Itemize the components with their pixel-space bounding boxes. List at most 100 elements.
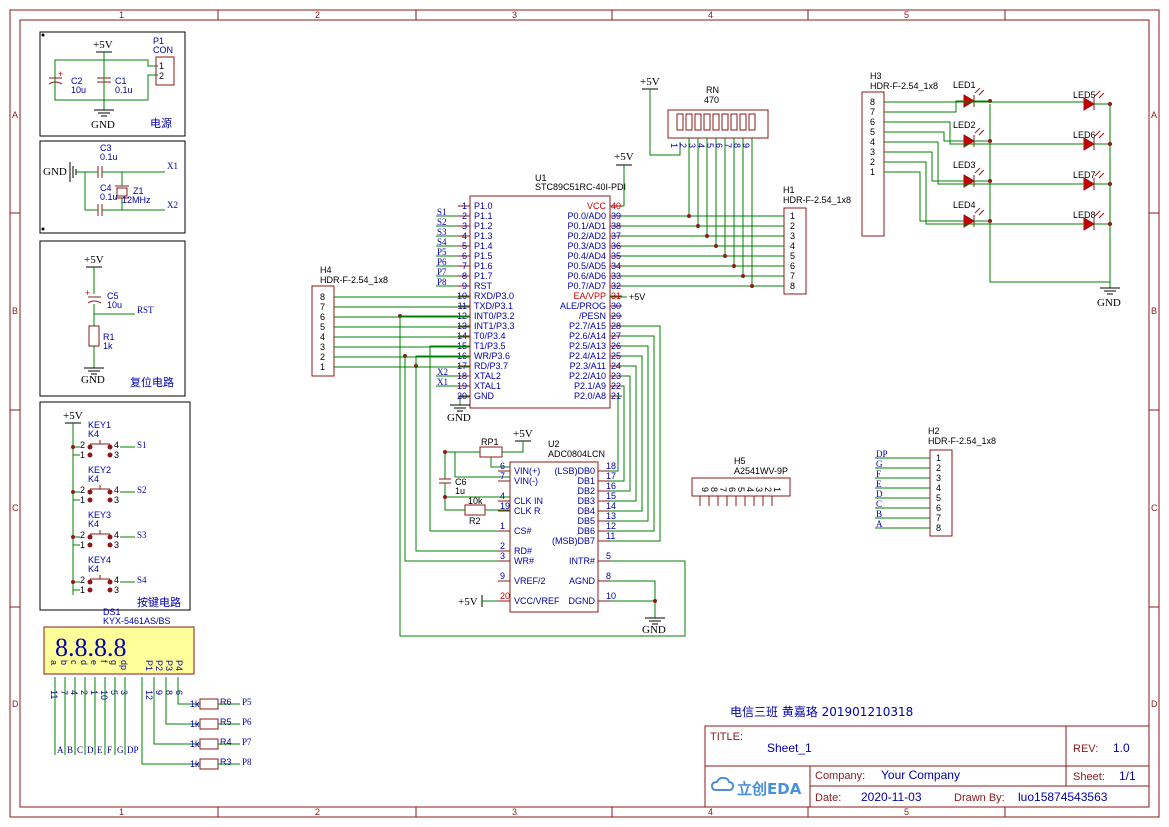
led-icon xyxy=(1098,172,1105,179)
display-pin-name: P2 xyxy=(154,660,164,671)
digit-resistor xyxy=(199,698,219,710)
h1-pin-number: 3 xyxy=(790,231,795,241)
display-pin-name: c xyxy=(69,660,79,665)
u1-pin-name: XTAL2 xyxy=(474,371,501,381)
u1-pin-name: P1.3 xyxy=(474,231,493,241)
display-pin-number: 12 xyxy=(144,690,154,700)
key-contact xyxy=(107,452,113,458)
key-val: K4 xyxy=(88,564,99,574)
u1-pin-name: GND xyxy=(474,391,495,401)
u2-pin-number: 10 xyxy=(606,591,616,601)
wire-junction xyxy=(988,219,992,223)
h1-pin-number: 4 xyxy=(790,241,795,251)
c1-ref: C1 xyxy=(115,76,127,86)
u2-pin-number: 14 xyxy=(606,501,616,511)
key-pin: 3 xyxy=(114,540,119,550)
key-pin: 1 xyxy=(80,450,85,460)
led-icon xyxy=(1094,210,1101,217)
u1-net-label: X1 xyxy=(437,377,448,387)
h3-pin-number: 3 xyxy=(870,147,875,157)
u2-pin-number: 13 xyxy=(606,511,616,521)
u2-pin-name: CS# xyxy=(514,526,532,536)
led-icon xyxy=(974,167,981,174)
date-label: Date: xyxy=(815,792,841,804)
zone-row-a-right: A xyxy=(1151,110,1157,120)
h3-pin-number: 7 xyxy=(870,107,875,117)
u1-pin-name: P0.2/AD2 xyxy=(567,231,606,241)
u1-pin-name: P0.5/AD5 xyxy=(567,261,606,271)
wire-junction xyxy=(732,264,736,268)
led-icon xyxy=(974,127,981,134)
led-icon xyxy=(1094,130,1101,137)
u2-pin-name: DB4 xyxy=(577,506,595,516)
led-icon xyxy=(1098,132,1105,139)
key-contact xyxy=(87,452,93,458)
h1-pin-number: 6 xyxy=(790,261,795,271)
drawn-value: luo15874543563 xyxy=(1018,790,1108,804)
rn-pin-number: 9 xyxy=(741,143,751,148)
rn-ref: RN xyxy=(706,85,719,95)
p2-bus-wire xyxy=(598,335,655,532)
u1-pin-name: P0.3/AD3 xyxy=(567,241,606,251)
rev-value: 1.0 xyxy=(1113,741,1130,755)
u2-pin-number: 16 xyxy=(606,481,616,491)
u2-pin-name: (MSB)DB7 xyxy=(552,536,595,546)
power-block-label: 电源 xyxy=(150,116,172,130)
u2-pin-number: 4 xyxy=(500,491,505,501)
crystal-gnd-label: GND xyxy=(43,166,67,178)
led-icon xyxy=(1098,92,1105,99)
led-drive-wire xyxy=(884,141,1084,185)
u2-pin-number: 8 xyxy=(606,571,611,581)
r1-val: 1k xyxy=(103,341,113,351)
u1-pin-name: P1.4 xyxy=(474,241,493,251)
display-pin-name: b xyxy=(59,660,69,665)
u1-net-label: S2 xyxy=(437,217,447,227)
h3-connector: H3 HDR-F-2.54_1x8 GND xyxy=(861,71,1121,309)
u1-pin-name: WR/P3.6 xyxy=(474,351,510,361)
u2-ref: U2 xyxy=(548,439,560,449)
u2-pin-name: DB2 xyxy=(577,486,595,496)
key-junction xyxy=(71,490,75,494)
zone-col-2-bottom: 2 xyxy=(315,807,320,817)
u1-pin-number: 6 xyxy=(462,251,467,261)
wire-junction xyxy=(696,224,700,228)
rev-label: REV: xyxy=(1073,743,1098,755)
u1-net-label: X2 xyxy=(437,367,448,377)
u2-pin-number: 7 xyxy=(500,471,505,481)
display-pin-name: g xyxy=(109,660,119,665)
svg-text:+: + xyxy=(58,69,63,79)
led-ref: LED7 xyxy=(1073,170,1096,180)
h5-pin-number: 2 xyxy=(763,487,773,492)
led-drive-wire xyxy=(884,121,1084,145)
led-icon xyxy=(963,134,975,148)
rn-pin-number: 1 xyxy=(669,143,679,148)
wire-junction xyxy=(443,450,447,454)
reset-gnd-label: GND xyxy=(81,374,105,386)
h4-pin-number: 4 xyxy=(320,332,325,342)
key-pin: 2 xyxy=(80,575,85,585)
u1-pin-name: RST xyxy=(474,281,493,291)
rn-val: 470 xyxy=(704,95,719,105)
u2-val: ADC0804LCN xyxy=(548,449,605,459)
u2-pin-name: RD# xyxy=(514,546,532,556)
key-ref: KEY3 xyxy=(88,510,111,520)
digit-resistor xyxy=(199,758,219,770)
rst-net: RST xyxy=(137,305,154,315)
display-block: DS1 KYX-5461AS/BS 8.8.8.8 xyxy=(43,607,195,675)
zone-col-4-bottom: 4 xyxy=(708,807,713,817)
digit-net-label: P8 xyxy=(242,757,252,767)
c3-ref: C3 xyxy=(100,143,112,153)
p2-bus-wire xyxy=(598,385,625,482)
digit-resistor-ref: R6 xyxy=(220,697,232,707)
zone-row-c: C xyxy=(12,503,19,513)
display-pin-number: 7 xyxy=(59,690,69,695)
u1-pin-name: P2.7/A15 xyxy=(569,321,606,331)
digit-net-label: P7 xyxy=(242,737,252,747)
display-pin-name: P3 xyxy=(164,660,174,671)
u1-pin-name: P0.7/AD7 xyxy=(567,281,606,291)
mcu-u1: U1 STC89C51RC-40I-PDI +5V GND +5V xyxy=(447,151,645,424)
reset-block: +5V + C5 10u RST R1 1k GND 复位电路 xyxy=(39,240,186,397)
p2-bus-wire xyxy=(598,345,649,522)
zone-row-d-right: D xyxy=(1151,699,1158,709)
